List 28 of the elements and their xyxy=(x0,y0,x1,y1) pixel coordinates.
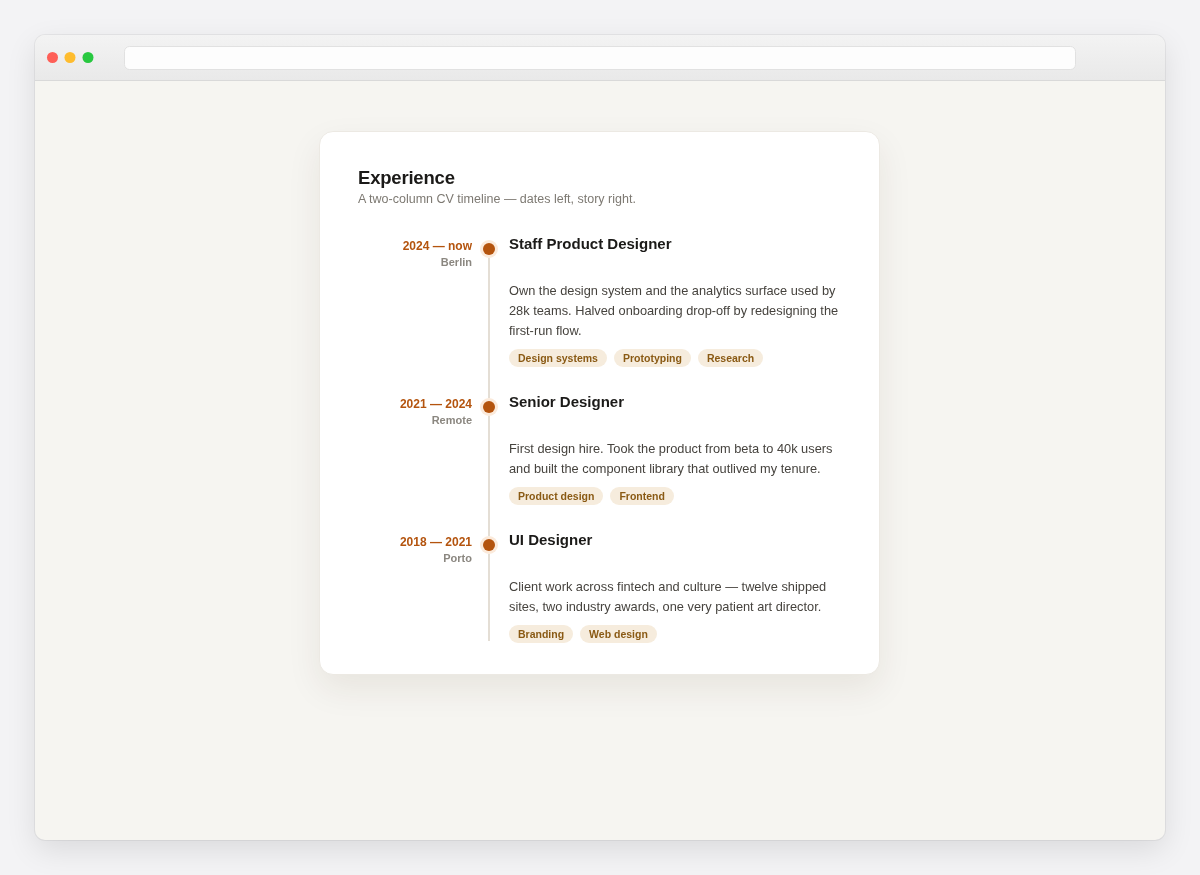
timeline-line xyxy=(488,553,490,642)
skill-tag: Prototyping xyxy=(613,349,691,367)
skill-tag: Research xyxy=(697,349,764,367)
job-title: Staff Product Designer xyxy=(509,234,672,254)
skill-tag: Branding xyxy=(509,625,574,643)
location-text: Porto xyxy=(443,551,472,565)
date-range: 2024 — now xyxy=(402,238,472,254)
timeline-dot xyxy=(480,536,498,554)
timeline-dot xyxy=(480,240,498,258)
job-title: UI Designer xyxy=(509,530,593,550)
skill-tag: Product design xyxy=(509,487,604,505)
timeline-dot xyxy=(480,398,498,416)
job-description: Client work across fintech and culture — twelve shipped sites, two industry awards, one very patient art director. xyxy=(509,578,828,616)
date-range: 2018 — 2021 xyxy=(399,534,472,550)
job-title: Senior Designer xyxy=(509,392,625,412)
date-range: 2021 — 2024 xyxy=(399,396,472,412)
job-description: Own the design system and the analytics surface used by 28k teams. Halved onboarding drop-off by redesigning the first-run flow. xyxy=(509,282,840,340)
card-subtitle: A two-column CV timeline — dates left, story right. xyxy=(358,191,636,208)
location-text: Remote xyxy=(431,413,472,427)
timeline-line xyxy=(488,415,490,537)
experience-card xyxy=(319,131,880,675)
card-heading: Experience xyxy=(358,167,455,189)
skill-tag: Design systems xyxy=(509,349,607,367)
skill-tag: Frontend xyxy=(610,487,674,505)
location-text: Berlin xyxy=(440,255,472,269)
skill-tag: Web design xyxy=(580,625,657,643)
job-description: First design hire. Took the product from beta to 40k users and built the component library that outlived my tenure. xyxy=(509,440,834,478)
timeline-line xyxy=(488,257,490,399)
